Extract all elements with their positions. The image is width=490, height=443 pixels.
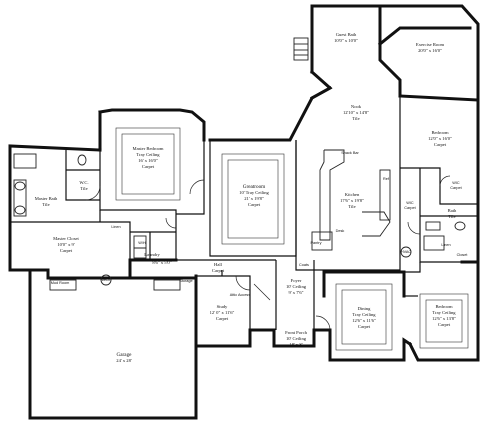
svg-text:Attic Access: Attic Access	[230, 293, 251, 297]
interior-walls	[10, 96, 478, 330]
svg-text:Laundry: Laundry	[144, 252, 160, 257]
svg-text:Pantry: Pantry	[311, 241, 322, 245]
svg-text:Snack Bar: Snack Bar	[341, 151, 359, 155]
tray-ceilings	[115, 127, 469, 351]
svg-text:12'6" x 11'6": 12'6" x 11'6"	[352, 318, 376, 323]
svg-text:Carpet: Carpet	[212, 268, 225, 273]
svg-text:Carpet: Carpet	[404, 206, 416, 210]
svg-text:24' x 28': 24' x 28'	[116, 358, 132, 363]
svg-text:Carpet: Carpet	[60, 248, 73, 253]
room-labels: Guest Bath 10'0" x 10'0" Exercise Room 2…	[35, 32, 469, 363]
svg-text:16' x 16'0": 16' x 16'0"	[138, 158, 158, 163]
svg-text:Closet: Closet	[457, 253, 469, 257]
svg-text:Ref: Ref	[383, 177, 390, 181]
svg-text:Tray Ceiling: Tray Ceiling	[432, 310, 456, 315]
svg-text:Kitchen: Kitchen	[345, 192, 360, 197]
svg-text:Tile: Tile	[352, 116, 359, 121]
svg-text:W/H: W/H	[138, 241, 146, 245]
svg-text:10'0" x 9': 10'0" x 9'	[57, 242, 74, 247]
svg-text:HVAC: HVAC	[401, 250, 412, 254]
svg-text:Master Closet: Master Closet	[53, 236, 79, 241]
svg-text:8'6" x 5'0": 8'6" x 5'0"	[152, 260, 171, 265]
svg-text:Tile: Tile	[448, 214, 455, 219]
svg-text:10' Ceiling: 10' Ceiling	[286, 336, 307, 341]
svg-text:Tile: Tile	[80, 186, 87, 191]
svg-text:Carpet: Carpet	[434, 142, 447, 147]
svg-text:Linen: Linen	[111, 225, 120, 229]
svg-text:WIC: WIC	[406, 201, 414, 205]
svg-text:Desk: Desk	[336, 229, 345, 233]
svg-text:12'6" x 13'8": 12'6" x 13'8"	[432, 316, 456, 321]
svg-text:Study: Study	[217, 304, 228, 309]
svg-text:10'0" x 10'0": 10'0" x 10'0"	[334, 38, 358, 43]
svg-text:Bath: Bath	[448, 208, 457, 213]
svg-text:Exercise Room: Exercise Room	[416, 42, 445, 47]
svg-text:Greatroom: Greatroom	[243, 184, 265, 190]
svg-text:21' x 19'8": 21' x 19'8"	[244, 196, 264, 201]
svg-text:20'0" x 16'0": 20'0" x 16'0"	[418, 48, 442, 53]
svg-text:10' Ceiling: 10' Ceiling	[286, 284, 307, 289]
svg-text:Coats: Coats	[299, 263, 309, 267]
svg-text:Carpet: Carpet	[248, 202, 261, 207]
svg-text:Garage: Garage	[117, 352, 133, 358]
svg-text:Carpet: Carpet	[358, 324, 371, 329]
svg-text:17'6" x 19'8": 17'6" x 19'8"	[340, 198, 364, 203]
svg-text:WIC: WIC	[452, 181, 460, 185]
doors	[85, 175, 451, 331]
guest-bath-label: Guest Bath	[336, 32, 357, 37]
svg-text:Dining: Dining	[358, 306, 371, 311]
svg-text:10' Tray Ceiling: 10' Tray Ceiling	[239, 190, 269, 195]
svg-text:Carpet: Carpet	[216, 316, 229, 321]
svg-text:Mech.: Mech.	[101, 278, 111, 282]
svg-text:Storage: Storage	[179, 279, 192, 283]
svg-text:Mud Room: Mud Room	[51, 281, 70, 285]
svg-text:Nook: Nook	[351, 104, 362, 109]
exterior-walls	[8, 4, 480, 420]
svg-text:9' x 7'6": 9' x 7'6"	[288, 290, 303, 295]
svg-text:Front Porch: Front Porch	[285, 330, 308, 335]
svg-text:Carpet: Carpet	[450, 186, 462, 190]
svg-text:Tile: Tile	[42, 202, 49, 207]
svg-text:Bedroom: Bedroom	[435, 304, 453, 309]
svg-text:Master Bedroom: Master Bedroom	[132, 146, 163, 151]
svg-text:Bedroom: Bedroom	[431, 130, 449, 135]
fixtures	[13, 37, 466, 291]
svg-text:Carpet: Carpet	[142, 164, 155, 169]
svg-text:Tray Ceiling: Tray Ceiling	[136, 152, 160, 157]
svg-text:12' 0" x 11'6": 12' 0" x 11'6"	[210, 310, 235, 315]
svg-text:Master Bath: Master Bath	[35, 196, 58, 201]
svg-text:12'10" x 14'8": 12'10" x 14'8"	[343, 110, 369, 115]
svg-text:12'0" x 16'0": 12'0" x 16'0"	[428, 136, 452, 141]
svg-text:W.C.: W.C.	[79, 180, 88, 185]
svg-text:Carpet: Carpet	[438, 322, 451, 327]
svg-text:Tile: Tile	[348, 204, 355, 209]
svg-text:Tray Ceiling: Tray Ceiling	[352, 312, 376, 317]
svg-text:Foyer: Foyer	[291, 278, 302, 283]
svg-text:Hall: Hall	[214, 262, 223, 267]
svg-text:18' x 8': 18' x 8'	[289, 342, 302, 347]
svg-text:Linen: Linen	[441, 243, 450, 247]
